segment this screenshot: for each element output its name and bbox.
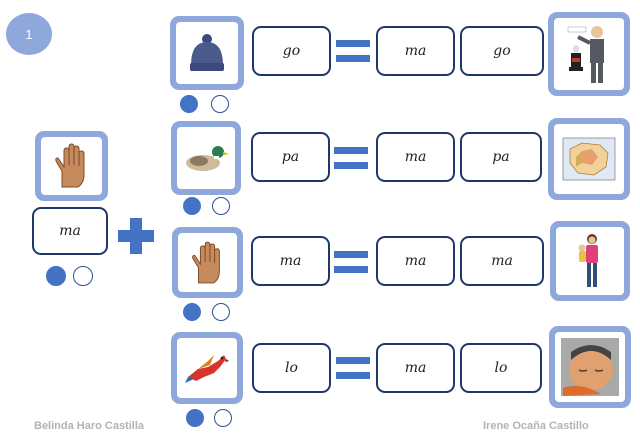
row-1-answer-dot-empty[interactable] (211, 95, 229, 113)
activity-number: 1 (25, 26, 33, 42)
equals-icon (336, 357, 370, 379)
equals-icon (336, 40, 370, 62)
row-1-image-frame (170, 16, 244, 90)
author-credit-right: Irene Ocaña Castillo (483, 420, 589, 432)
parrot-icon (177, 338, 237, 398)
base-image-frame (35, 131, 108, 201)
base-answer-dot-filled[interactable] (46, 266, 66, 286)
wool-hat-icon (176, 22, 238, 84)
row-4-answer-dot-empty[interactable] (214, 409, 232, 427)
row-2-result-card-1: ma (376, 132, 455, 182)
row-4-result-text-2: lo (494, 360, 508, 376)
row-3-result-text-1: ma (404, 253, 427, 269)
magician-icon (554, 18, 624, 90)
row-1-answer-dot-filled[interactable] (180, 95, 198, 113)
row-1-result-text-1: ma (404, 43, 427, 59)
row-4-image-frame (171, 332, 243, 404)
row-4-answer-dot-filled[interactable] (186, 409, 204, 427)
hand-icon (41, 137, 102, 195)
row-1-result-card-2: go (460, 26, 544, 76)
row-1-syllable-text: go (282, 43, 301, 59)
row-4-result-text-1: ma (404, 360, 427, 376)
duck-icon (177, 127, 235, 189)
row-3-image-frame (172, 227, 243, 298)
row-4-result-card-2: lo (460, 343, 542, 393)
row-3-syllable-text: ma (279, 253, 302, 269)
mother-child-icon (556, 227, 624, 295)
row-2-result-text-2: pa (492, 149, 510, 165)
row-1-result-text-2: go (493, 43, 511, 59)
row-1-result-image-frame (548, 12, 630, 96)
hand-icon (178, 233, 237, 292)
row-2-image-frame (171, 121, 241, 195)
map-icon (554, 124, 624, 194)
row-3-result-card-2: ma (460, 236, 544, 286)
row-2-result-text-1: ma (404, 149, 427, 165)
row-4-result-image-frame (549, 326, 631, 408)
row-2-result-image-frame (548, 118, 630, 200)
plus-icon (118, 218, 154, 254)
row-2-answer-dot-empty[interactable] (212, 197, 230, 215)
activity-number-badge: 1 (6, 13, 52, 55)
row-2-syllable-text: pa (281, 149, 300, 165)
base-answer-dot-empty[interactable] (73, 266, 93, 286)
author-credit-left: Belinda Haro Castilla (34, 420, 145, 432)
row-4-result-card-1: ma (376, 343, 455, 393)
row-2-syllable-card: pa (251, 132, 330, 182)
equals-icon (334, 147, 368, 169)
base-syllable-text: ma (59, 223, 81, 239)
row-3-result-card-1: ma (376, 236, 455, 286)
row-3-answer-dot-empty[interactable] (212, 303, 230, 321)
sleeping-face-icon (555, 332, 625, 402)
row-4-syllable-text: lo (285, 360, 298, 376)
row-3-result-image-frame (550, 221, 630, 301)
row-2-answer-dot-filled[interactable] (183, 197, 201, 215)
row-1-result-card-1: ma (376, 26, 455, 76)
row-3-syllable-card: ma (251, 236, 330, 286)
row-3-result-text-2: ma (491, 253, 513, 269)
equals-icon (334, 251, 368, 273)
row-4-syllable-card: lo (252, 343, 331, 393)
row-1-syllable-card: go (252, 26, 331, 76)
row-2-result-card-2: pa (460, 132, 542, 182)
base-syllable-card: ma (32, 207, 108, 255)
row-3-answer-dot-filled[interactable] (183, 303, 201, 321)
